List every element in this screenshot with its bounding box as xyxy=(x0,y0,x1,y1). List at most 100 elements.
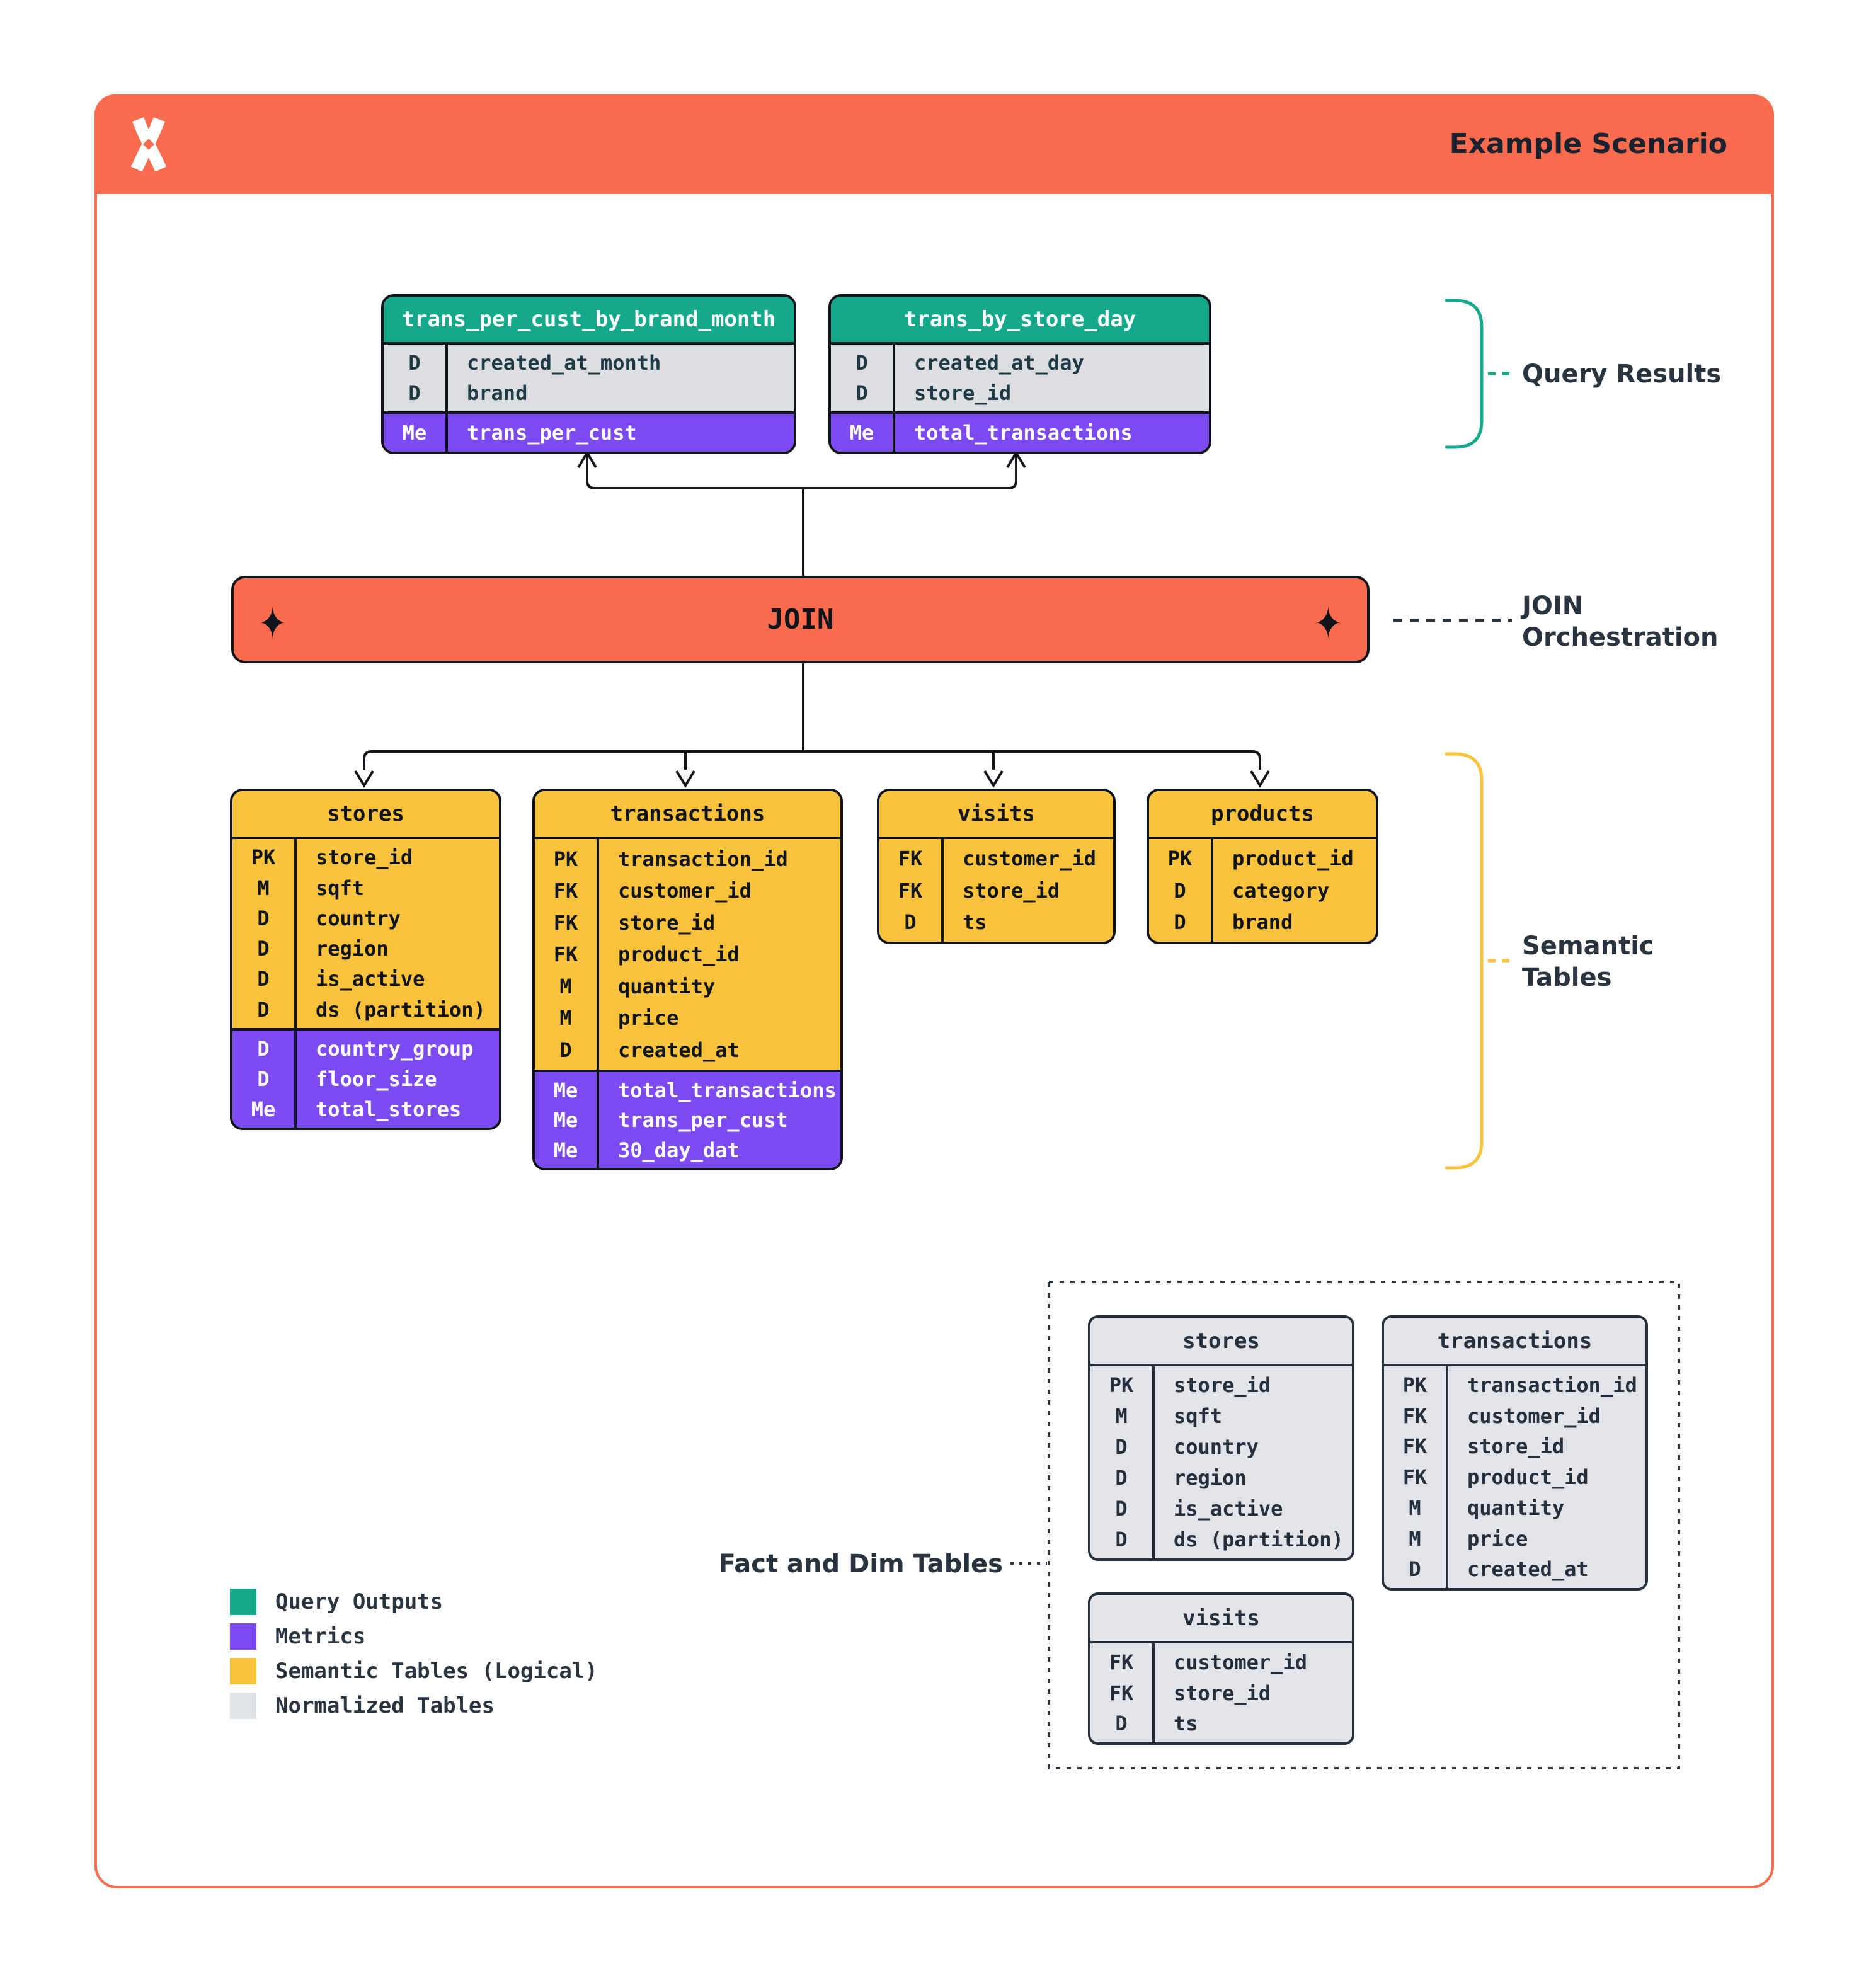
legend-label: Query Outputs xyxy=(275,1589,443,1614)
column-key: PK xyxy=(1402,1373,1428,1397)
column-key: M xyxy=(1409,1495,1421,1520)
column-name: trans_per_cust xyxy=(618,1108,788,1132)
key-column-divider xyxy=(1211,839,1213,942)
query-results-label: Query Results xyxy=(1522,360,1722,389)
column-key: D xyxy=(855,351,868,375)
column-name: ts xyxy=(1174,1711,1198,1736)
key-column-divider xyxy=(893,345,895,452)
column-name: 30_day_dat xyxy=(618,1138,740,1162)
column-name: is_active xyxy=(1174,1497,1283,1521)
column-key: FK xyxy=(1109,1650,1134,1674)
table-row: D created_at_day xyxy=(831,351,1209,375)
column-name: created_at xyxy=(1467,1557,1589,1582)
column-key: FK xyxy=(1402,1434,1428,1459)
table-row: D brand xyxy=(384,381,794,405)
legend-label: Normalized Tables xyxy=(275,1693,495,1718)
column-key: Me xyxy=(402,421,427,445)
semantic-tables-label-line1: Semantic xyxy=(1522,932,1654,961)
column-key: FK xyxy=(1402,1403,1428,1428)
column-name: store_id xyxy=(618,910,716,935)
table-row: PK transaction_id xyxy=(535,847,840,871)
column-key: Me xyxy=(849,421,874,445)
column-name: product_id xyxy=(618,942,740,966)
table-row: Me 30_day_dat xyxy=(535,1138,840,1162)
column-key: PK xyxy=(553,847,578,871)
column-name: store_id xyxy=(963,878,1060,903)
column-key: D xyxy=(904,910,917,934)
column-name: store_id xyxy=(914,381,1012,405)
column-name: country_group xyxy=(316,1037,474,1061)
column-name: transaction_id xyxy=(618,847,788,871)
column-name: price xyxy=(618,1006,679,1030)
join-orchestration-label-line2: Orchestration xyxy=(1522,623,1719,652)
column-key: D xyxy=(1409,1557,1421,1582)
column-key: D xyxy=(408,381,421,405)
column-key: PK xyxy=(1109,1373,1134,1397)
column-key: M xyxy=(1409,1526,1421,1551)
table-title: stores xyxy=(1090,1318,1352,1366)
column-key: Me xyxy=(553,1138,578,1162)
table-row: Me total_transactions xyxy=(831,421,1209,445)
legend-label: Semantic Tables (Logical) xyxy=(275,1658,598,1684)
column-key: FK xyxy=(553,942,578,966)
column-name: ds (partition) xyxy=(1174,1528,1344,1551)
column-key: D xyxy=(257,937,270,961)
key-column-divider xyxy=(1446,1366,1448,1588)
column-name: product_id xyxy=(1467,1465,1589,1489)
column-name: ts xyxy=(963,910,987,934)
column-name: price xyxy=(1467,1526,1528,1551)
column-name: category xyxy=(1232,878,1330,903)
column-key: D xyxy=(1115,1497,1128,1521)
column-name: customer_id xyxy=(963,847,1096,871)
column-key: FK xyxy=(898,878,923,903)
column-key: D xyxy=(1115,1528,1128,1551)
column-name: region xyxy=(1174,1466,1247,1490)
column-key: FK xyxy=(1109,1681,1134,1705)
column-name: brand xyxy=(467,381,528,405)
column-name: customer_id xyxy=(618,879,752,903)
key-column-divider xyxy=(294,839,297,1128)
column-name: quantity xyxy=(1467,1495,1565,1520)
table-row: FK store_id xyxy=(535,911,840,935)
table-row: Me trans_per_cust xyxy=(384,421,794,445)
semantic-tables-label-line2: Tables xyxy=(1522,963,1612,992)
column-key: D xyxy=(559,1037,572,1062)
column-name: floor_size xyxy=(316,1067,437,1091)
legend-item: Query Outputs xyxy=(230,1584,598,1619)
key-column-divider xyxy=(1152,1366,1155,1558)
key-column-divider xyxy=(1152,1643,1155,1742)
table-title: products xyxy=(1149,791,1376,839)
join-orchestration-label: JOIN Orchestration xyxy=(1522,590,1718,653)
column-key: PK xyxy=(251,845,276,870)
table-title: trans_per_cust_by_brand_month xyxy=(384,297,794,345)
column-key: M xyxy=(257,876,270,900)
column-key: Me xyxy=(553,1078,578,1102)
column-key: FK xyxy=(553,879,578,903)
table-title: transactions xyxy=(535,791,840,839)
join-orchestration-label-line1: JOIN xyxy=(1522,591,1584,620)
key-column-divider xyxy=(941,839,944,942)
column-key: FK xyxy=(553,910,578,935)
column-key: PK xyxy=(1167,847,1193,871)
